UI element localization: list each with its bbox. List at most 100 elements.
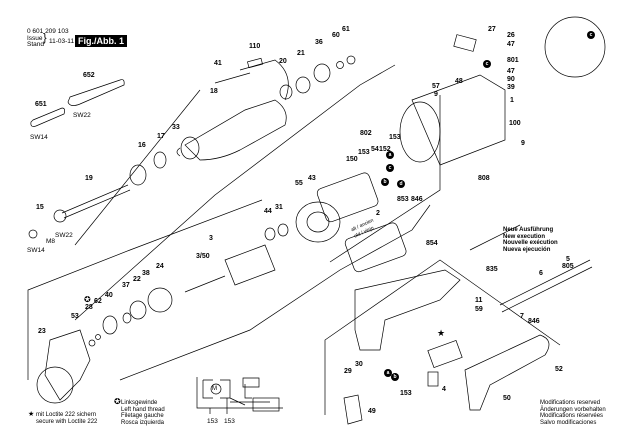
badge-b: b: [381, 178, 389, 186]
washer-62: [95, 334, 101, 340]
part-label: 20: [279, 58, 287, 65]
size-label: SW14: [30, 134, 48, 141]
part-label: 652: [83, 72, 95, 79]
part-label: 110: [249, 43, 261, 50]
flange-53: [44, 329, 91, 401]
sleeve-21: [295, 76, 311, 94]
handle-half-right: [464, 334, 550, 411]
part-label: 9: [521, 140, 525, 147]
nut-16: [129, 164, 147, 186]
part-label: 153: [358, 149, 370, 156]
part-label: 50: [503, 395, 511, 402]
part-label: 39: [507, 84, 515, 91]
baffle-55: [295, 201, 341, 243]
detail-inset: [544, 16, 606, 78]
part-label: 801: [507, 57, 519, 64]
plate-29: [343, 394, 363, 425]
loctite-note-star-icon: ★: [28, 411, 35, 418]
issue-stand-labels: Issue Stand: [27, 35, 44, 48]
badge-a: a: [386, 151, 394, 159]
brace: }: [43, 32, 47, 44]
badge-c-inset: c: [587, 31, 595, 39]
part-label: 37: [122, 282, 130, 289]
part-label: 27: [488, 26, 496, 33]
part-label: 100: [509, 120, 521, 127]
part-label: 802: [360, 130, 372, 137]
part-label: 26: [507, 32, 515, 39]
frame-line: [27, 199, 263, 380]
armature-3: [184, 244, 276, 293]
part-label: 47: [507, 41, 515, 48]
badge-b2: b: [391, 373, 399, 381]
stator-802: [316, 172, 379, 223]
part-label: 41: [214, 60, 222, 67]
part-label: 808: [478, 175, 490, 182]
motor-symbol-label: M: [212, 386, 217, 392]
part-label: 3/50: [196, 253, 210, 260]
bearing-44: [264, 227, 276, 241]
wrench-651: [30, 107, 66, 127]
frame-line: [469, 224, 521, 251]
part-label: 33: [172, 124, 180, 131]
part-label: 55: [295, 180, 303, 187]
part-label: 17: [157, 133, 165, 140]
part-label: 49: [368, 408, 376, 415]
issue-date: 11-03-11: [49, 38, 75, 45]
part-label: 53: [71, 313, 79, 320]
plate-110: [247, 57, 263, 69]
size-label: SW22: [55, 232, 73, 239]
part-label: 153: [389, 134, 401, 141]
part-label: 1: [510, 97, 514, 104]
collet-15: [28, 229, 38, 239]
part-label: 846: [411, 196, 423, 203]
size-label: SW14: [27, 247, 45, 254]
left-hand-thread-symbol-icon: ✪: [114, 397, 121, 406]
part-label: 54: [371, 146, 379, 153]
issue-label: Issue: [27, 35, 43, 42]
part-label: 28: [85, 304, 93, 311]
part-label: 4: [442, 386, 446, 393]
part-label: 24: [156, 263, 164, 270]
part-label: 61: [342, 26, 350, 33]
o-ring-23: [36, 366, 74, 404]
part-label: 3: [209, 235, 213, 242]
part-label: 59: [475, 306, 483, 313]
housing-neck: [180, 136, 200, 160]
brush-cover-26: [453, 34, 477, 52]
stator-2: [344, 222, 407, 273]
modifications-note: Modifications reserved Änderungen vorbeh…: [540, 400, 606, 426]
part-label: 15: [36, 204, 44, 211]
part-label: 152: [379, 146, 391, 153]
washer-60: [336, 61, 344, 69]
bearing-22: [129, 300, 147, 320]
cable-6: [499, 259, 593, 313]
part-label: 16: [138, 142, 146, 149]
bearing-20: [279, 84, 293, 100]
part-label: 57: [432, 83, 440, 90]
part-label: 62: [94, 298, 102, 305]
shaft-19: [61, 184, 131, 219]
part-label: 48: [455, 78, 463, 85]
stand-label: Stand: [27, 41, 44, 48]
part-label: 11: [475, 297, 483, 304]
ring-17: [153, 151, 167, 169]
gear-36: [313, 63, 331, 83]
part-label: 5: [566, 256, 570, 263]
frame-line: [324, 259, 561, 415]
figure-label: Fig./Abb. 1: [75, 35, 127, 47]
left-hand-thread-note: ✪ Linksgewinde Left hand thread Filetage…: [114, 397, 165, 426]
part-label: 854: [426, 240, 438, 247]
part-label: 835: [486, 266, 498, 273]
part-label: 651: [35, 101, 47, 108]
part-label: 853: [397, 196, 409, 203]
part-label: 44: [264, 208, 272, 215]
part-label: 38: [142, 270, 150, 277]
part-label: 19: [85, 175, 93, 182]
part-label: 846: [528, 318, 540, 325]
nut-61: [346, 55, 356, 65]
part-label: 6: [539, 270, 543, 277]
frame-line: [74, 89, 201, 246]
part-label: 40: [105, 292, 113, 299]
wiring-schematic: [196, 377, 283, 414]
